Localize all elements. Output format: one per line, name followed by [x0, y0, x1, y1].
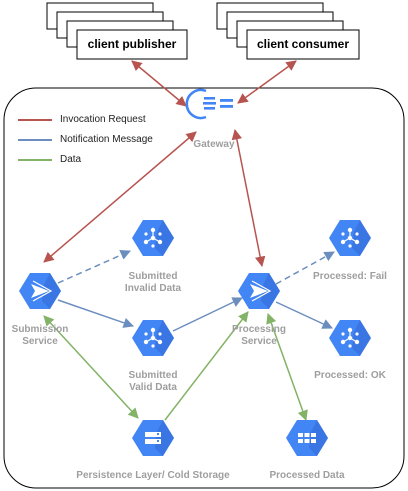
client-consumer-label: client consumer [256, 37, 350, 51]
edge-processing-fail [275, 251, 335, 285]
gateway-label: Gateway [193, 139, 235, 150]
edge-submission-storage [43, 315, 139, 419]
legend [18, 119, 52, 161]
submission-service-icon [19, 273, 61, 309]
pubsub-icon [132, 320, 174, 356]
persistence-label: Persistence Layer/ Cold Storage [76, 470, 230, 481]
processing-service-icon [238, 273, 280, 309]
edge-submission-invalid [57, 250, 131, 284]
processed-data-label: Processed Data [269, 470, 345, 481]
data-connections [43, 311, 308, 421]
client-consumer-stack [216, 2, 360, 60]
edge-valid-processing [172, 297, 243, 332]
invocation-connections [43, 60, 297, 268]
processed-fail-label: Processed: Fail [313, 271, 387, 282]
submission-service-label: Submission Service [11, 324, 69, 347]
pubsub-icon [329, 320, 371, 356]
pubsub-icon [132, 220, 174, 256]
edge-consumer-gateway [237, 60, 297, 104]
datastore-icon [286, 420, 328, 456]
legend-data-label: Data [60, 154, 82, 165]
submitted-invalid-label: Submitted Invalid Data [124, 271, 182, 294]
edge-submission-valid [57, 299, 134, 328]
processed-ok-label: Processed: OK [314, 370, 386, 381]
edge-processing-processed-data [266, 313, 308, 421]
edge-gateway-submission [43, 131, 197, 263]
client-publisher-stack [46, 2, 188, 60]
edge-publisher-gateway [131, 60, 187, 107]
legend-notification-label: Notification Message [60, 134, 153, 145]
submitted-valid-label: Submitted Valid Data [128, 370, 178, 393]
api-gateway-icon [185, 88, 233, 120]
edge-storage-processing [164, 311, 249, 421]
legend-invocation-label: Invocation Request [60, 114, 146, 125]
processing-service-label: Processing Service [232, 324, 286, 347]
pubsub-icon [329, 220, 371, 256]
system-boundary [3, 87, 405, 489]
storage-icon [132, 420, 174, 456]
edge-gateway-processing [231, 128, 266, 268]
client-publisher-label: client publisher [87, 37, 177, 51]
